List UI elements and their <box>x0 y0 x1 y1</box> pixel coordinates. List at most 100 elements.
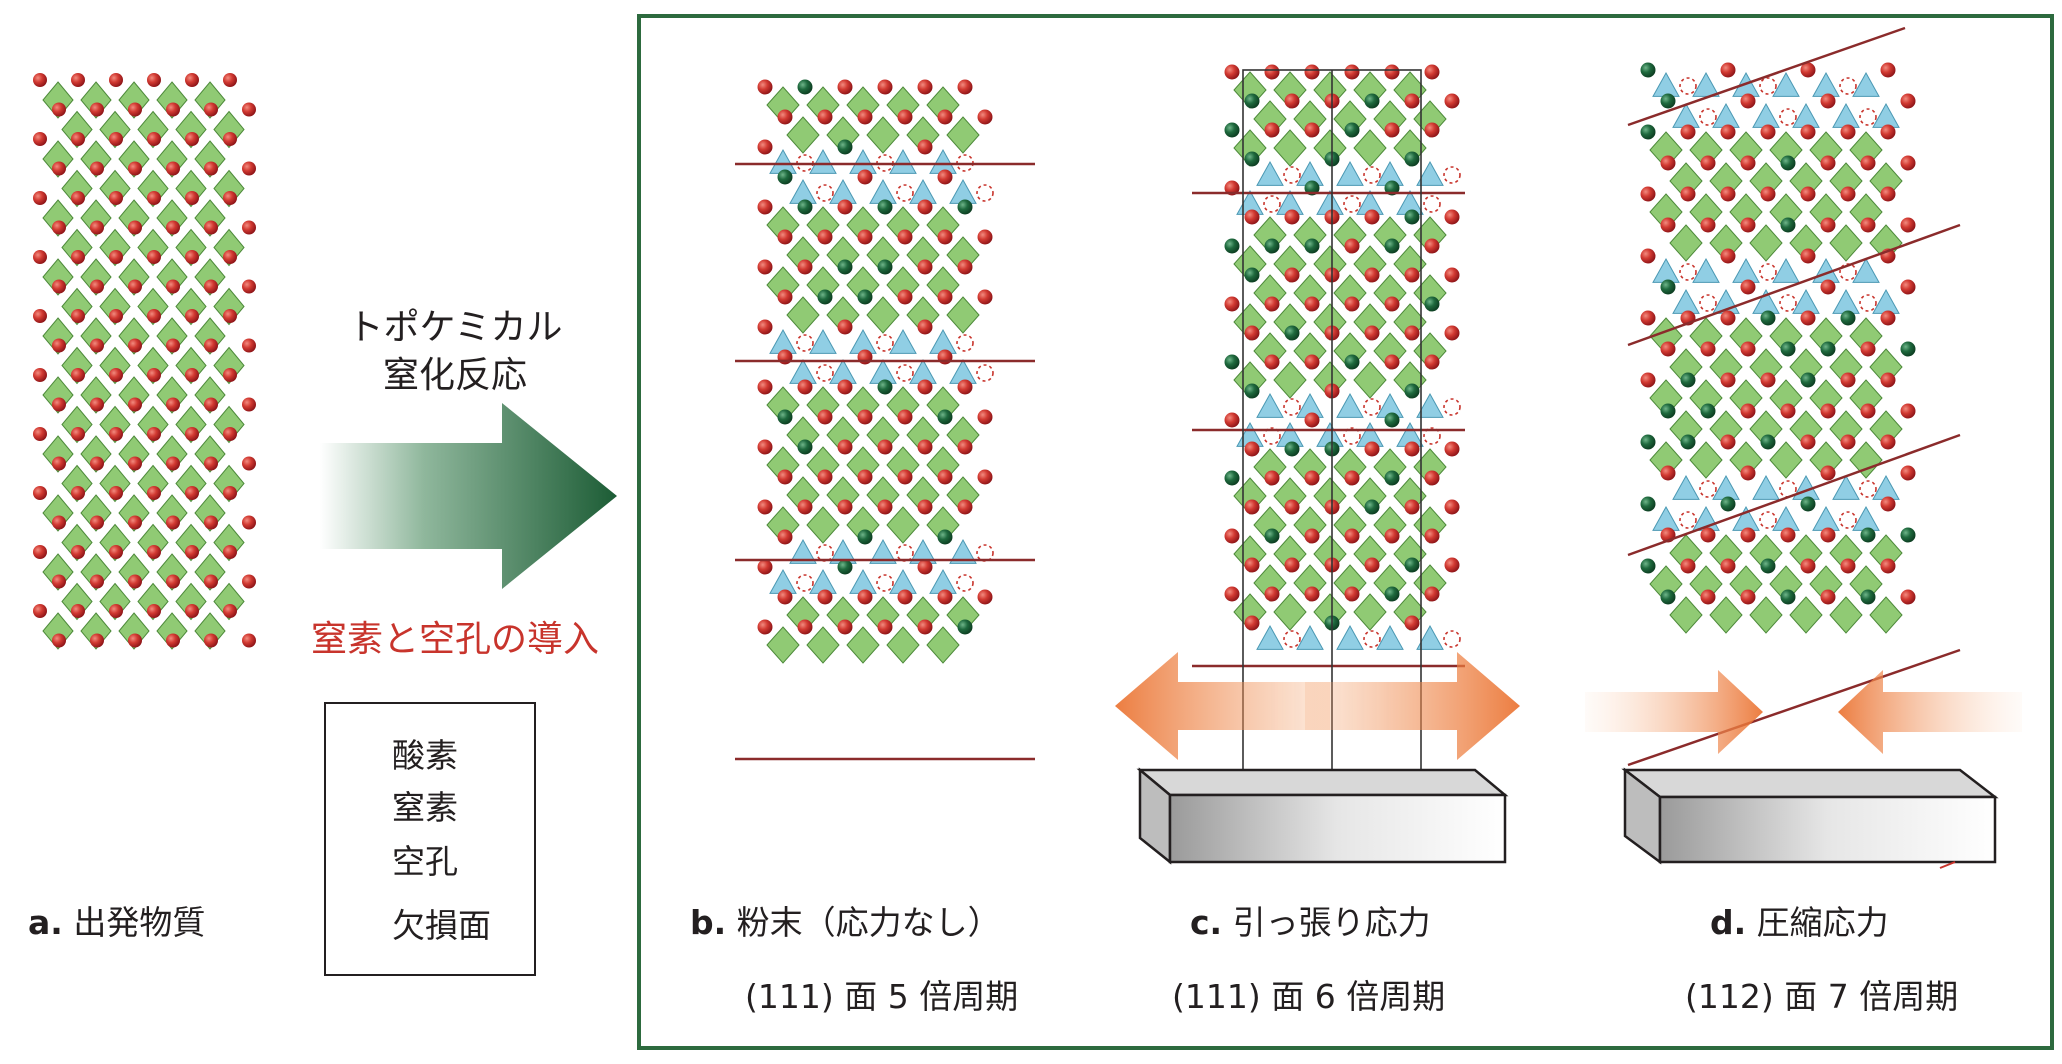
nitrogen-atom <box>1364 93 1380 109</box>
octahedron <box>866 296 900 334</box>
tetrahedron <box>1772 71 1800 97</box>
caption-c-title: 引っ張り応力 <box>1232 903 1431 942</box>
nitrogen-atom <box>1224 238 1240 254</box>
oxygen-atom <box>1720 248 1736 264</box>
oxygen-atom <box>33 486 47 500</box>
oxygen-atom <box>1224 528 1240 544</box>
oxygen-atom <box>1800 62 1816 78</box>
oxygen-atom <box>128 161 142 176</box>
oxygen-atom <box>52 338 66 353</box>
oxygen-atom <box>1404 325 1420 341</box>
nitrogen-atom <box>1720 496 1736 512</box>
caption-d: d. 圧縮応力 <box>1710 896 1889 944</box>
oxygen-atom <box>71 132 85 146</box>
oxygen-atom <box>147 368 161 382</box>
oxygen-atom <box>185 545 199 559</box>
oxygen-atom <box>1800 310 1816 326</box>
nitrogen-atom <box>877 379 893 395</box>
oxygen-atom <box>242 397 256 412</box>
oxygen-atom <box>204 338 218 353</box>
vacancy <box>816 364 834 382</box>
nitrogen-atom <box>1780 217 1796 233</box>
oxygen-atom <box>166 633 180 648</box>
oxygen-atom <box>33 604 47 618</box>
oxygen-atom <box>757 139 773 155</box>
vacancy <box>956 574 974 592</box>
reaction-arrow-icon <box>320 403 617 589</box>
oxygen-atom <box>917 619 933 635</box>
oxygen-atom <box>1740 589 1756 605</box>
vacancy <box>1859 480 1877 498</box>
vacancy <box>976 184 994 202</box>
nitrogen-atom <box>1344 122 1360 138</box>
oxygen-atom <box>185 73 199 87</box>
caption-b-letter: b. <box>690 903 727 942</box>
oxygen-atom <box>1760 186 1776 202</box>
oxygen-atom <box>33 73 47 87</box>
vacancy <box>1423 427 1441 445</box>
oxygen-atom <box>242 279 256 294</box>
oxygen-atom <box>147 132 161 146</box>
oxygen-atom <box>1364 267 1380 283</box>
structure-a <box>33 73 256 650</box>
oxygen-atom <box>817 229 833 245</box>
oxygen-atom <box>1820 279 1836 295</box>
oxygen-atom <box>1820 589 1836 605</box>
oxygen-atom <box>1660 155 1676 171</box>
oxygen-atom <box>71 545 85 559</box>
nitrogen-atom <box>1900 527 1916 543</box>
vacancy <box>956 334 974 352</box>
tetrahedron <box>1652 257 1680 283</box>
oxygen-atom <box>242 515 256 530</box>
oxygen-atom <box>1344 64 1360 80</box>
tetrahedron <box>1672 288 1700 314</box>
oxygen-atom <box>1820 217 1836 233</box>
octahedron <box>1829 596 1863 634</box>
nitrogen-atom <box>1640 496 1656 512</box>
vacancy <box>896 544 914 562</box>
nitrogen-atom <box>797 199 813 215</box>
tetrahedron <box>1852 257 1880 283</box>
oxygen-atom <box>1720 434 1736 450</box>
oxygen-atom <box>1740 93 1756 109</box>
nitrogen-atom <box>1224 354 1240 370</box>
oxygen-atom <box>1820 527 1836 543</box>
oxygen-atom <box>837 379 853 395</box>
substrate-icon <box>1621 767 1999 869</box>
oxygen-atom <box>109 486 123 500</box>
nitrogen-atom <box>1900 341 1916 357</box>
oxygen-atom <box>52 633 66 648</box>
vacancy <box>976 544 994 562</box>
oxygen-atom <box>1880 434 1896 450</box>
tetrahedron <box>1832 102 1860 128</box>
oxygen-atom <box>877 439 893 455</box>
oxygen-atom <box>797 499 813 515</box>
oxygen-atom <box>1860 403 1876 419</box>
oxygen-atom <box>109 73 123 87</box>
caption-b-title: 粉末（応力なし） <box>736 903 1001 942</box>
vacancy <box>1263 195 1281 213</box>
structure-c <box>1224 64 1461 650</box>
oxygen-atom <box>166 515 180 530</box>
oxygen-atom <box>166 279 180 294</box>
nitrogen-atom <box>1820 341 1836 357</box>
tetrahedron <box>1692 257 1720 283</box>
oxygen-atom <box>1424 354 1440 370</box>
process-label: 窒素と空孔の導入 <box>310 619 600 660</box>
oxygen-atom <box>937 229 953 245</box>
tetrahedron <box>889 328 917 354</box>
oxygen-atom <box>937 469 953 485</box>
oxygen-atom <box>857 469 873 485</box>
nitrogen-atom <box>857 529 873 545</box>
oxygen-atom <box>242 574 256 589</box>
tetrahedron <box>1712 102 1740 128</box>
nitrogen-atom <box>937 409 953 425</box>
nitrogen-atom <box>1780 589 1796 605</box>
oxygen-atom <box>1700 527 1716 543</box>
oxygen-atom <box>1900 465 1916 481</box>
arrow-label-line1: トポケミカル <box>347 307 563 348</box>
oxygen-atom <box>185 486 199 500</box>
oxygen-atom <box>166 456 180 471</box>
oxygen-atom <box>33 250 47 264</box>
oxygen-atom <box>1840 186 1856 202</box>
